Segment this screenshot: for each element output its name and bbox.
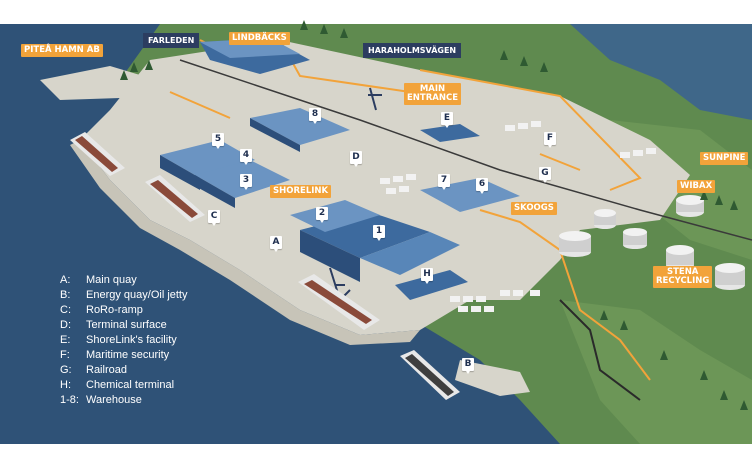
marker-warehouse-7[interactable]: 7 <box>438 174 450 190</box>
legend-label: Warehouse <box>86 394 142 406</box>
legend-code: C: <box>60 304 71 316</box>
legend-code: H: <box>60 379 71 391</box>
main-entrance-line1: MAIN <box>419 84 446 94</box>
lake <box>570 24 752 120</box>
marker-shorelink-facility[interactable]: E <box>441 112 453 128</box>
marker-warehouse-2[interactable]: 2 <box>316 207 328 223</box>
main-entrance-line2: ENTRANCE <box>407 93 458 103</box>
label-farleden: FARLEDEN <box>143 33 200 48</box>
legend-label: Maritime security <box>86 349 170 361</box>
marker-main-quay[interactable]: A <box>270 236 282 252</box>
marker-warehouse-6[interactable]: 6 <box>476 178 488 194</box>
legend-row: 1-8: Warehouse <box>60 393 188 408</box>
marker-chemical-terminal[interactable]: H <box>421 268 433 284</box>
legend-label: Terminal surface <box>86 319 167 331</box>
marker-warehouse-8[interactable]: 8 <box>309 108 321 124</box>
legend-row: A: Main quay <box>60 273 188 288</box>
legend-code: A: <box>60 274 71 286</box>
legend-label: Energy quay/Oil jetty <box>86 289 188 301</box>
label-skoogs: SKOOGS <box>511 202 557 215</box>
railroad <box>179 59 752 241</box>
legend: A: Main quay B: Energy quay/Oil jetty C: Ro… <box>60 273 188 408</box>
legend-row: F: Maritime security <box>60 348 188 363</box>
legend-code: B: <box>60 289 71 301</box>
legend-label: RoRo-ramp <box>86 304 143 316</box>
legend-label: ShoreLink's facility <box>86 334 177 346</box>
marker-warehouse-3[interactable]: 3 <box>240 174 252 190</box>
legend-code: E: <box>60 334 71 346</box>
marker-terminal-surface[interactable]: D <box>350 151 362 167</box>
legend-label: Chemical terminal <box>86 379 175 391</box>
legend-code: 1-8: <box>60 394 79 406</box>
label-wibax: WIBAX <box>677 180 716 193</box>
legend-label: Railroad <box>86 364 127 376</box>
legend-row: B: Energy quay/Oil jetty <box>60 288 188 303</box>
marker-roro-ramp[interactable]: C <box>208 210 220 226</box>
marker-maritime-security[interactable]: F <box>544 132 556 148</box>
oil-tanks <box>559 195 745 290</box>
label-sunpine: SUNPINE <box>700 152 749 165</box>
marker-warehouse-1[interactable]: 1 <box>373 225 385 241</box>
legend-code: F: <box>60 349 70 361</box>
legend-row: E: ShoreLink's facility <box>60 333 188 348</box>
label-shorelink: SHORELINK <box>270 185 332 198</box>
marker-railroad[interactable]: G <box>539 167 551 183</box>
roads <box>169 39 651 381</box>
marker-energy-quay[interactable]: B <box>462 358 474 374</box>
stena-line1: STENA <box>666 267 699 277</box>
legend-code: G: <box>60 364 72 376</box>
cargo-stacks <box>380 121 656 312</box>
label-lindbacks: LINDBÄCKS <box>229 32 290 45</box>
trees <box>120 20 748 410</box>
label-haraholmsvagen: HARAHOLMSVÄGEN <box>363 43 462 58</box>
marker-warehouse-4[interactable]: 4 <box>240 149 252 165</box>
legend-row: C: RoRo-ramp <box>60 303 188 318</box>
ships <box>70 132 460 400</box>
legend-label: Main quay <box>86 274 137 286</box>
label-pitea-hamn: PITEÅ HAMN AB <box>21 44 103 57</box>
legend-code: D: <box>60 319 71 331</box>
marker-warehouse-5[interactable]: 5 <box>212 133 224 149</box>
port-surface <box>80 40 690 335</box>
stena-line2: RECYCLING <box>656 276 710 286</box>
legend-row: H: Chemical terminal <box>60 378 188 393</box>
legend-row: D: Terminal surface <box>60 318 188 333</box>
legend-row: G: Railroad <box>60 363 188 378</box>
